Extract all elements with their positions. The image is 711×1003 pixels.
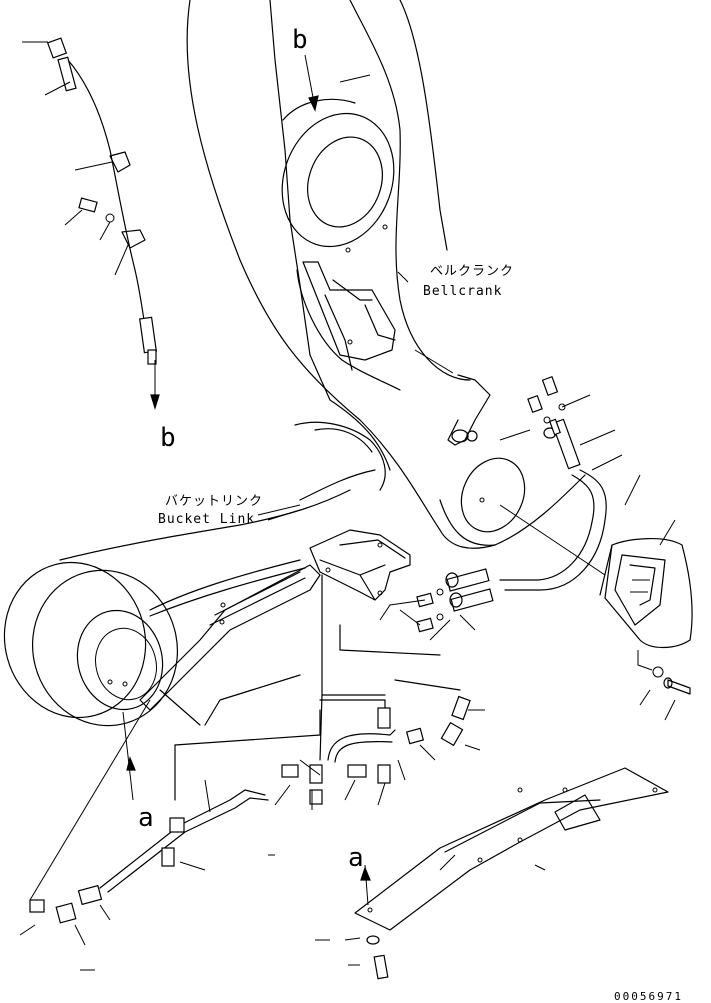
boom-pin-boss <box>281 98 395 248</box>
ref-label-a-bottom: a <box>348 843 364 873</box>
leader-lines <box>19 41 676 971</box>
ref-label-a-left: a <box>138 803 154 833</box>
bucket-link-arm <box>59 421 386 617</box>
boom-outline <box>186 0 586 549</box>
guard-plate-bottom <box>354 767 669 980</box>
reference-arrows <box>122 54 371 906</box>
grease-line-left <box>46 37 157 365</box>
lower-left-pipe <box>29 789 269 924</box>
cover-plate-right <box>599 537 693 695</box>
bellcrank-label-en: Bellcrank <box>423 284 502 299</box>
hose-right <box>499 469 607 591</box>
grease-fittings-right <box>527 376 581 470</box>
ref-label-b-top: b <box>292 25 308 55</box>
manifold-block <box>309 529 411 601</box>
boom-bracket <box>302 224 396 371</box>
bucketlink-label-en: Bucket Link <box>158 512 255 527</box>
piping <box>159 574 461 801</box>
link-bracket-plate <box>139 564 321 711</box>
bellcrank-grease-bracket <box>447 374 491 446</box>
bucketlink-label-jp: バケットリンク <box>165 494 263 509</box>
bellcrank-pin <box>439 457 526 546</box>
ref-label-b-left: b <box>160 423 176 453</box>
bucket-boss <box>3 561 179 727</box>
drawing-number: 00056971 <box>614 990 683 1003</box>
lower-fittings <box>281 695 471 805</box>
bellcrank-label-jp: ベルクランク <box>430 264 514 279</box>
manifold-fittings <box>416 568 494 633</box>
